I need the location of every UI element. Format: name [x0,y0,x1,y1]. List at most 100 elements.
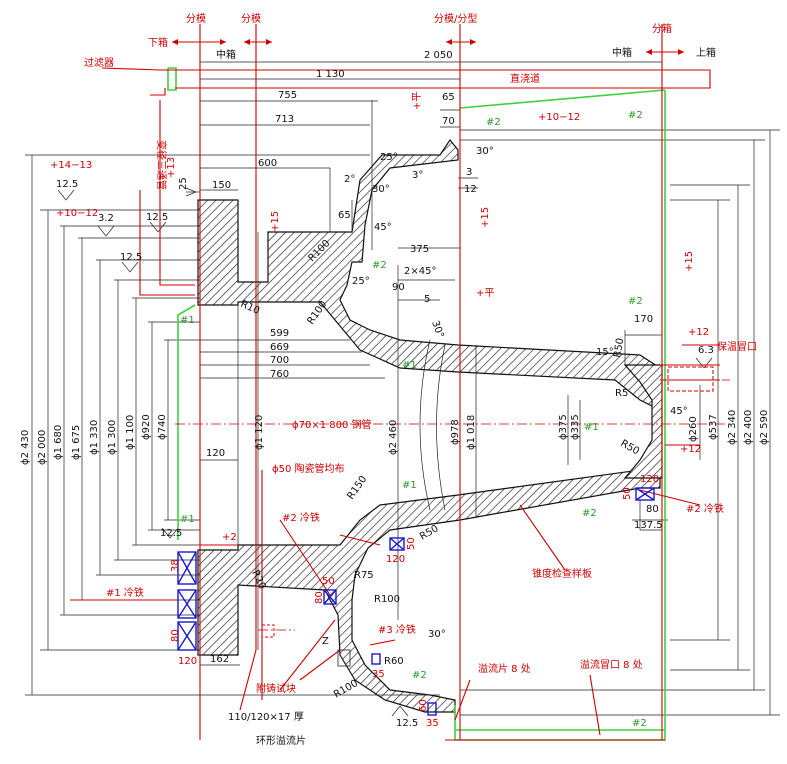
mark-2b: #2 [628,110,643,121]
dia-2340: ϕ2 340 [727,410,738,445]
dim-713: 713 [275,114,294,125]
label-ring-overflow: 环形溢流片 [256,734,306,747]
dim-760: 760 [270,369,289,380]
dia-1100: ϕ1 100 [125,415,136,450]
z-block [337,649,351,667]
label-sprue: 直浇道 [510,72,540,85]
dim-50b: 50 [622,487,633,500]
angle-25b: 25° [352,276,370,287]
label-taper-gauge: 锥度检查样板 [532,567,592,580]
radius-5: R5 [615,388,628,399]
dim-90: 90 [392,282,405,293]
diameters: ϕ2 430 ϕ2 000 ϕ1 680 ϕ1 675 ϕ1 330 ϕ1 30… [20,410,770,465]
dim-50a: 50 [406,537,417,550]
label-chill-2a: #2 冷铁 [282,511,320,524]
allow-ping-1: +平 [412,92,423,110]
label-ceramic-pipe: ϕ50 陶瓷管均布 [272,462,345,475]
dim-80a: 80 [646,504,659,515]
dim-162: 162 [210,654,229,665]
label-steel-pipe: ϕ70×1 800 钢管 [292,418,372,431]
radius-50c: R50 [619,438,642,457]
dia-375: ϕ375 [558,414,569,440]
dia-1120: ϕ1 120 [254,415,265,450]
label-z: Z [322,636,329,647]
radius-50a: R50 [418,523,441,542]
dim-12: 12 [464,184,477,195]
dim-80b: 80 [170,629,181,642]
angle-15: 15° [596,347,614,358]
lower-flange-section [197,469,661,713]
dia-1300: ϕ1 300 [107,420,118,455]
chill-2c [635,487,655,501]
material-marks: #2 #2 #2 #2 #2 #2 #2 #1 #1 #1 #1 #1 [180,110,647,729]
dim-150: 150 [212,180,231,191]
annotation-labels: 过滤器 直浇道 保温冒口 ϕ70×1 800 钢管 ϕ50 陶瓷管均布 锥度检查… [84,56,757,747]
label-fenmo-fenxing: 分模/分型 [434,12,477,25]
label-ring-size: 110/120×17 厚 [228,711,304,723]
rough-32: 3.2 [98,213,114,224]
top-dimensions: 2 050 1 130 755 713 600 150 65 70 65 3 1… [212,50,653,325]
dim-120a: 120 [206,448,225,459]
allow-ping-2: +平 [476,288,494,299]
dim-38: 38 [170,559,181,572]
allow-10-12a: +10−12 [56,208,98,219]
rough-125b: 12.5 [146,212,168,223]
label-chill-1: #1 冷铁 [106,586,144,599]
green-lines [167,67,666,741]
mark-2g: #2 [372,260,387,271]
label-xiaxiang: 下箱 [148,36,168,49]
chill-1c [177,621,197,651]
dia-2400: ϕ2 400 [743,410,754,445]
allow-14-13: +14−13 [50,160,92,171]
label-chill-2b: #2 冷铁 [686,502,724,515]
angle-30b: 30° [476,146,494,157]
dim-599: 599 [270,328,289,339]
label-overflow-piece: 溢流片 8 处 [478,662,531,675]
mark-2d: #2 [582,508,597,519]
dim-600: 600 [258,158,277,169]
dim-2050: 2 050 [424,50,453,61]
label-filter: 过滤器 [84,56,114,69]
dim-2x45: 2×45° [404,266,436,277]
radius-150: R150 [345,474,369,502]
allow-12a: +12 [688,327,709,338]
angle-2: 2° [344,174,355,185]
dia-537: ϕ537 [708,414,719,440]
dim-50c: 50 [322,576,335,587]
chill-1b [177,589,197,619]
chill-1a [177,551,197,585]
label-zhongxiang-2: 中箱 [612,46,632,59]
dim-120c: 120 [386,554,405,565]
label-zhongxiang-1: 中箱 [216,48,236,61]
dim-755: 755 [278,90,297,101]
dim-60: 60 [418,699,429,712]
dim-3: 3 [466,167,472,178]
mark-2c: #2 [628,296,643,307]
rough-125e: 12.5 [396,718,418,729]
mark-1e: #1 [180,514,195,525]
mark-2e: #2 [632,718,647,729]
angle-45a: 45° [374,222,392,233]
allow-12b: +12 [680,444,701,455]
dim-35b: 35 [426,718,439,729]
dim-120d: 120 [640,474,659,485]
dim-70: 70 [442,116,455,127]
radius-50b: R50 [612,337,626,358]
mark-1c: #1 [584,422,599,433]
label-fenxiang: 分箱 [652,22,672,35]
chill-2b [389,537,405,551]
dim-137: 137.5 [634,520,663,531]
dim-170: 170 [634,314,653,325]
dia-1018: ϕ1 018 [466,415,477,450]
angle-30d: 30° [428,629,446,640]
upper-flange-section [197,138,661,411]
dim-5: 5 [424,294,430,305]
dia-920: ϕ920 [141,414,152,440]
rough-125c: 12.5 [120,252,142,263]
mark-1a: #1 [402,360,417,371]
chill-3b [427,702,437,716]
dia-2000: ϕ2 000 [37,430,48,465]
dim-700: 700 [270,355,289,366]
